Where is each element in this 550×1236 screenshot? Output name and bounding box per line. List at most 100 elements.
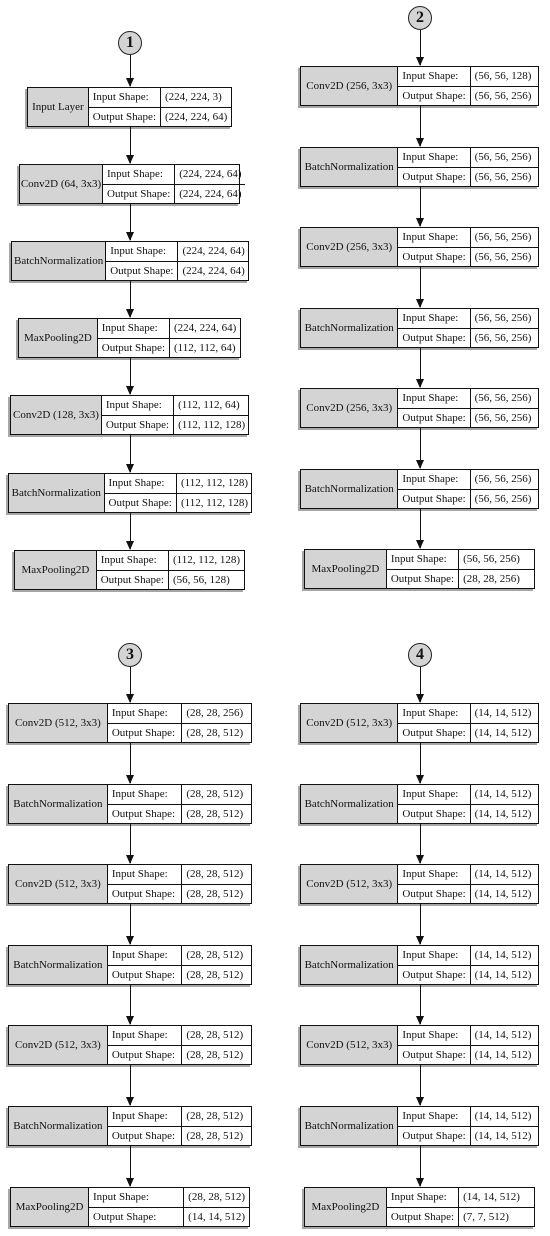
output-shape-label: Output Shape: <box>111 1048 176 1061</box>
layer-name: Conv2D (512, 3x3) <box>301 1026 399 1064</box>
input-shape-label: Input Shape: <box>398 785 470 805</box>
output-shape-value: (224, 224, 64) <box>179 187 242 200</box>
shape-values: (112, 112, 64)(112, 112, 128) <box>174 396 249 434</box>
shape-labels: Input Shape:Output Shape: <box>96 551 169 589</box>
flow-arrow <box>126 281 134 318</box>
flow-arrow <box>126 985 134 1025</box>
output-shape-label: Output Shape: <box>111 1129 176 1142</box>
output-shape-value: (14, 14, 512) <box>474 726 532 739</box>
output-shape-value: (56, 56, 256) <box>474 492 532 505</box>
output-shape-value: (56, 56, 128) <box>172 573 230 586</box>
flow-arrow <box>126 904 134 945</box>
output-shape-value: (28, 28, 512) <box>186 887 244 900</box>
shape-labels: Input Shape:Output Shape: <box>398 67 471 105</box>
layer-name: BatchNormalization <box>9 474 105 512</box>
output-shape-value: (56, 56, 256) <box>474 250 532 263</box>
layer-name: BatchNormalization <box>301 946 399 984</box>
input-shape-value: (28, 28, 512) <box>182 865 251 885</box>
input-shape-label: Input Shape: <box>398 865 470 885</box>
layer-name: Conv2D (512, 3x3) <box>301 704 399 742</box>
input-shape-label: Input Shape: <box>398 148 470 168</box>
output-shape-label: Output Shape: <box>110 264 174 277</box>
output-shape-value: (28, 28, 512) <box>186 726 244 739</box>
flow-arrow <box>416 743 424 784</box>
shape-values: (224, 224, 3)(224, 224, 64) <box>161 88 231 126</box>
input-shape-value: (14, 14, 512) <box>459 1188 534 1208</box>
input-shape-label: Input Shape: <box>398 1107 470 1127</box>
shape-values: (14, 14, 512)(14, 14, 512) <box>470 785 538 823</box>
shape-values: (28, 28, 512)(28, 28, 512) <box>182 1107 251 1145</box>
input-shape-label: Input Shape: <box>101 396 174 416</box>
output-shape-value: (14, 14, 512) <box>474 1129 532 1142</box>
input-shape-label: Input Shape: <box>107 1107 182 1127</box>
output-shape-label: Output Shape: <box>402 1129 466 1142</box>
output-shape-value: (224, 224, 64) <box>182 264 245 277</box>
shape-labels: Input Shape:Output Shape: <box>107 1026 183 1064</box>
shape-values: (56, 56, 256)(56, 56, 256) <box>470 228 538 266</box>
input-shape-label: Input Shape: <box>398 67 470 87</box>
layer-name: MaxPooling2D <box>11 1188 90 1226</box>
input-shape-label: Input Shape: <box>104 474 176 494</box>
input-shape-label: Input Shape: <box>398 228 470 248</box>
shape-labels: Input Shape: Output Shape: <box>398 865 471 903</box>
input-shape-label: Input Shape: <box>398 389 470 409</box>
layer-name: MaxPooling2D <box>305 550 387 588</box>
output-shape-value: (14, 14, 512) <box>474 1048 532 1061</box>
shape-values: (56, 56, 256)(56, 56, 256) <box>470 389 538 427</box>
input-shape-label: Input Shape: <box>97 319 169 339</box>
flow-arrow <box>416 30 424 66</box>
input-shape-value: (112, 112, 64) <box>174 396 249 416</box>
shape-values: (56, 56, 256)(28, 28, 256) <box>459 550 534 588</box>
input-shape-label: Input Shape: <box>398 309 470 329</box>
flow-arrow <box>126 55 134 87</box>
layer-name: BatchNormalization <box>301 470 399 508</box>
layer-name: BatchNormalization <box>301 148 399 186</box>
output-shape-label: Output Shape: <box>402 887 466 900</box>
shape-labels: Input Shape:Output Shape: <box>398 946 471 984</box>
shape-values: (14, 14, 512) (14, 14, 512) <box>470 704 538 742</box>
layer-name: BatchNormalization <box>9 1107 108 1145</box>
layer-name: Conv2D (256, 3x3) <box>301 67 399 105</box>
shape-values: (112, 112, 128)(112, 112, 128) <box>177 474 251 512</box>
input-shape-value: (224, 224, 64) <box>178 242 249 262</box>
input-shape-label: Input Shape: <box>106 242 178 262</box>
output-shape-label: Output Shape: <box>402 411 466 424</box>
shape-labels: Input Shape:Output Shape: <box>386 1188 460 1226</box>
shape-values: (28, 28, 256)(28, 28, 512) <box>182 704 251 742</box>
output-shape-label: Output Shape: <box>402 807 466 820</box>
input-shape-value: (56, 56, 256) <box>470 148 538 168</box>
shape-values: (14, 14, 512)(14, 14, 512) <box>470 865 538 903</box>
layer-name: BatchNormalization <box>301 309 399 347</box>
layer-block: Conv2D (256, 3x3)Input Shape:Output Shap… <box>300 66 539 106</box>
flow-arrow <box>126 667 134 703</box>
flow-arrow <box>416 985 424 1025</box>
output-shape-label: Output Shape: <box>93 1210 157 1223</box>
output-shape-label: Output Shape: <box>111 887 176 900</box>
flow-arrow <box>126 127 134 164</box>
stage-number-badge: 2 <box>408 6 432 30</box>
shape-labels: Input Shape:Output Shape: <box>398 228 471 266</box>
flow-arrow <box>416 509 424 549</box>
input-shape-value: (14, 14, 512) <box>470 704 538 724</box>
layer-name: MaxPooling2D <box>19 319 98 357</box>
shape-values: (14, 14, 512)(14, 14, 512) <box>470 946 538 984</box>
flow-arrow <box>416 187 424 227</box>
output-shape-value: (14, 14, 512) <box>474 887 532 900</box>
layer-name: BatchNormalization <box>12 242 107 280</box>
layer-name: Conv2D (128, 3x3) <box>11 396 102 434</box>
flow-arrow <box>416 1146 424 1187</box>
input-shape-value: (56, 56, 128) <box>470 67 538 87</box>
shape-labels: Input Shape: Output Shape: <box>398 785 471 823</box>
layer-name: Conv2D (256, 3x3) <box>301 389 399 427</box>
layer-name: Input Layer <box>28 88 89 126</box>
flow-arrow <box>416 348 424 388</box>
layer-name: MaxPooling2D <box>305 1188 387 1226</box>
shape-labels: Input Shape:Output Shape: <box>97 319 170 357</box>
flow-arrow <box>126 513 134 550</box>
output-shape-label: Output Shape: <box>402 492 466 505</box>
